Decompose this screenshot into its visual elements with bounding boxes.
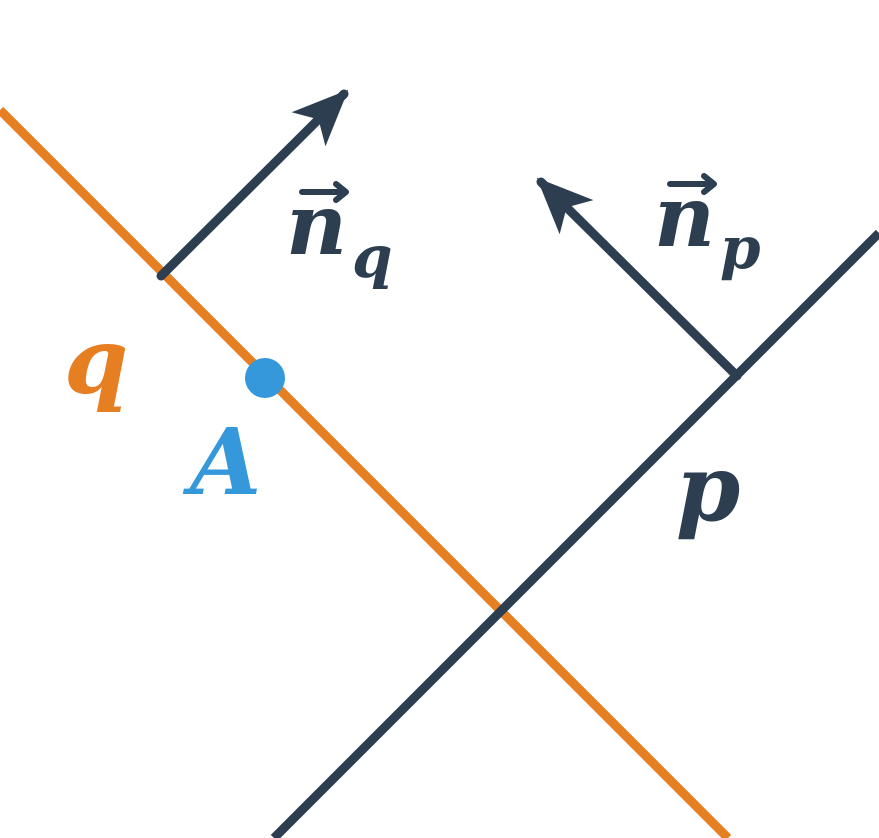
line-p-label: p (676, 434, 740, 542)
normal-vector-p-letter: n (654, 167, 715, 266)
point-a-marker (245, 358, 285, 398)
vector-over-arrow-p (667, 173, 717, 195)
line-q (0, 106, 732, 838)
point-a-label: A (182, 408, 261, 516)
line-p (270, 229, 879, 838)
normal-vector-q-subscript: q (352, 223, 393, 291)
normal-vector-p-subscript: p (720, 214, 761, 282)
normal-vector-p-label: n p (654, 167, 761, 282)
line-q-label: q (64, 307, 128, 415)
normal-vector-q-arrow (156, 89, 349, 281)
normal-vector-p-arrow (536, 177, 742, 381)
normal-vector-q-letter: n (286, 175, 347, 274)
vector-over-arrow-q (299, 181, 349, 203)
normal-vector-q-label: n q (286, 175, 393, 291)
